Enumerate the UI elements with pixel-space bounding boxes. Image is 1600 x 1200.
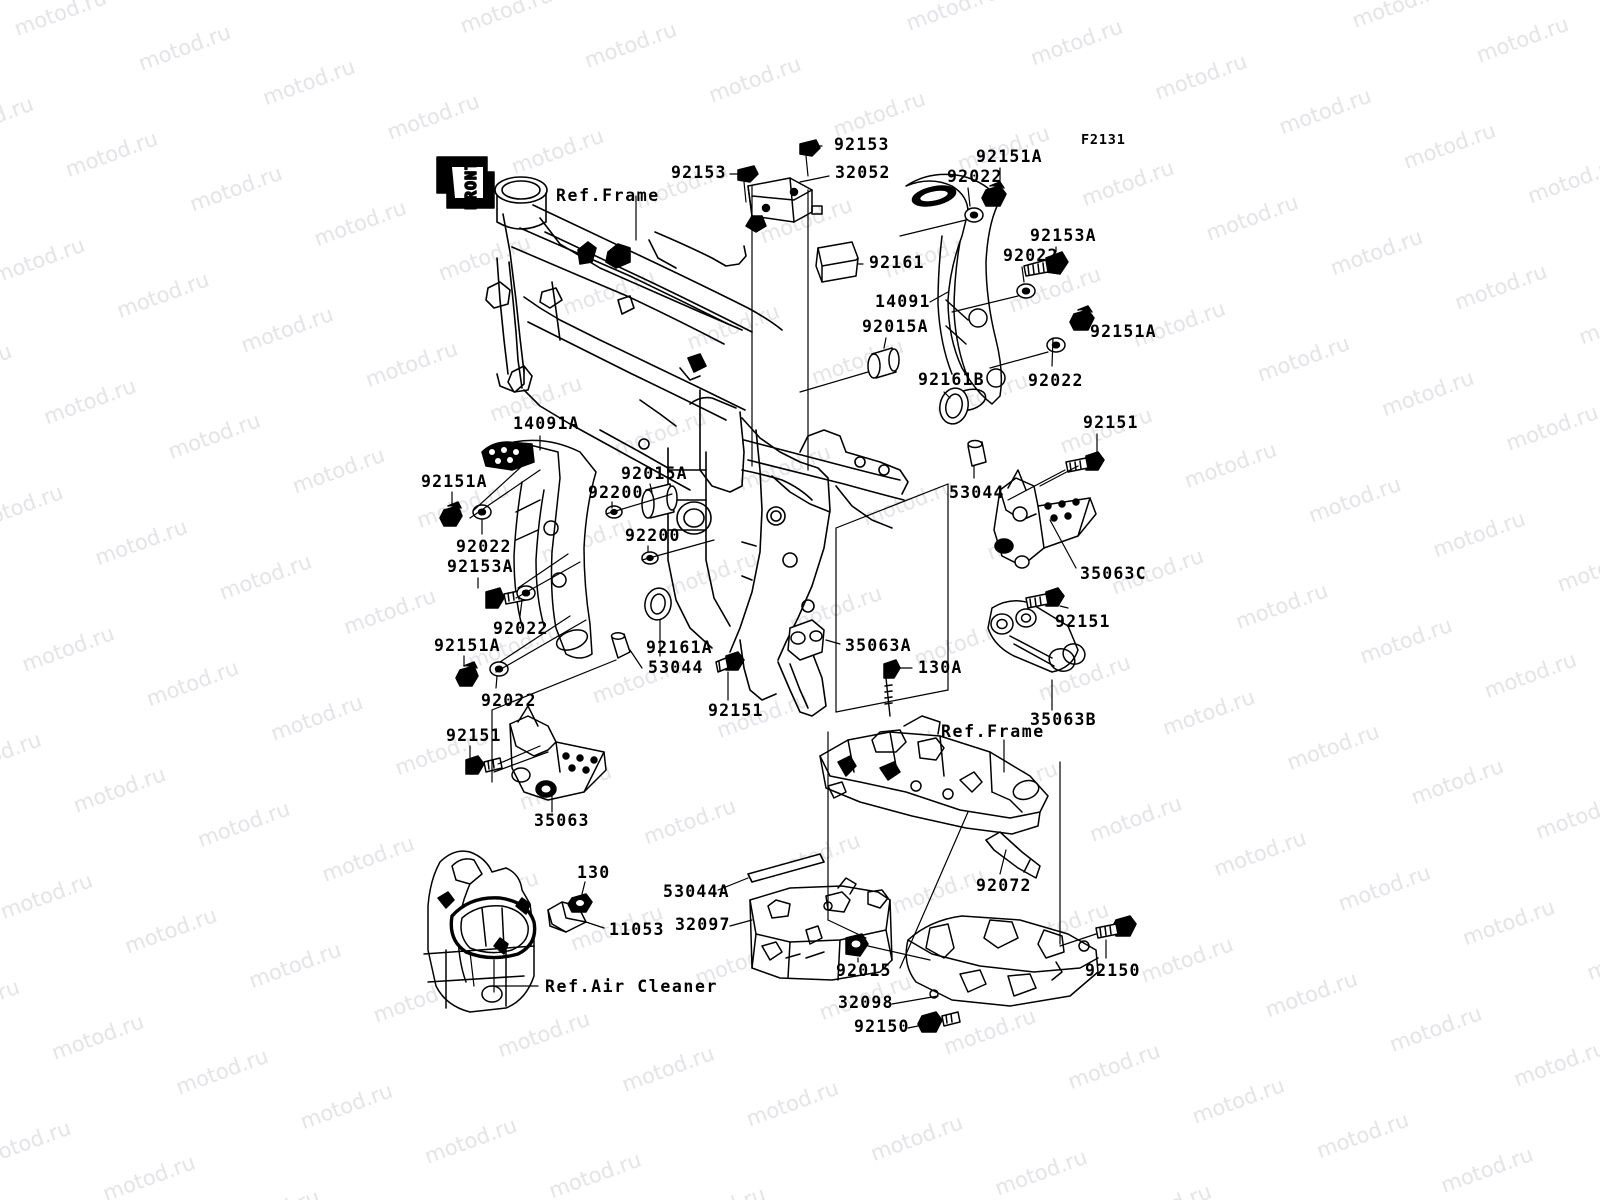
- callout-35063B[interactable]: 35063B: [1030, 710, 1097, 729]
- callout-14091A[interactable]: 14091A: [513, 414, 580, 433]
- callout-92153-b[interactable]: 92153: [671, 163, 727, 182]
- callout-92200-1[interactable]: 92200: [588, 483, 644, 502]
- callout-130A[interactable]: 130A: [918, 658, 963, 677]
- callout-35063A[interactable]: 35063A: [845, 636, 912, 655]
- callout-92151-2[interactable]: 92151: [1055, 612, 1111, 631]
- callout-92022-5[interactable]: 92022: [493, 619, 549, 638]
- callout-92022-6[interactable]: 92022: [481, 691, 537, 710]
- ref-frame-top-label: Ref.Frame: [556, 186, 660, 205]
- callout-92150-2[interactable]: 92150: [854, 1017, 910, 1036]
- callout-92153A-1[interactable]: 92153A: [1030, 226, 1097, 245]
- callout-92151A-1[interactable]: 92151A: [976, 147, 1043, 166]
- callout-32097[interactable]: 32097: [675, 915, 731, 934]
- callout-35063[interactable]: 35063: [534, 811, 590, 830]
- callout-92161A[interactable]: 92161A: [646, 638, 713, 657]
- callout-92151A-2[interactable]: 92151A: [1090, 322, 1157, 341]
- callout-92015-2[interactable]: 92015: [836, 961, 892, 980]
- callout-53044-2[interactable]: 53044: [648, 658, 704, 677]
- callout-92015A-1[interactable]: 92015A: [862, 317, 929, 336]
- callout-92151-1[interactable]: 92151: [1083, 413, 1139, 432]
- callout-32098[interactable]: 32098: [838, 993, 894, 1012]
- callout-92161B[interactable]: 92161B: [918, 370, 985, 389]
- callout-92015A-2[interactable]: 92015A: [621, 464, 688, 483]
- callout-92150-1[interactable]: 92150: [1085, 961, 1141, 980]
- callout-92153A-2[interactable]: 92153A: [447, 557, 514, 576]
- callout-92153-a[interactable]: 92153: [834, 135, 890, 154]
- callout-92151-3[interactable]: 92151: [708, 701, 764, 720]
- callout-32052[interactable]: 32052: [835, 163, 891, 182]
- callout-92022-1[interactable]: 92022: [947, 167, 1003, 186]
- ref-air-cleaner-label: Ref.Air Cleaner: [545, 977, 719, 996]
- callout-92022-4[interactable]: 92022: [456, 537, 512, 556]
- diagram-code: F2131: [1081, 132, 1126, 148]
- callout-92151A-4[interactable]: 92151A: [434, 636, 501, 655]
- callout-92022-3[interactable]: 92022: [1028, 371, 1084, 390]
- callout-130[interactable]: 130: [577, 863, 611, 882]
- callout-92200-2[interactable]: 92200: [625, 526, 681, 545]
- callout-92072[interactable]: 92072: [976, 876, 1032, 895]
- callout-92161[interactable]: 92161: [869, 253, 925, 272]
- callout-92022-2[interactable]: 92022: [1003, 246, 1059, 265]
- callout-92151-4[interactable]: 92151: [446, 726, 502, 745]
- callout-11053[interactable]: 11053: [609, 920, 665, 939]
- callout-92151A-3[interactable]: 92151A: [421, 472, 488, 491]
- callout-53044A[interactable]: 53044A: [663, 882, 730, 901]
- callout-53044-1[interactable]: 53044: [949, 483, 1005, 502]
- callout-35063C[interactable]: 35063C: [1080, 564, 1147, 583]
- callout-14091[interactable]: 14091: [875, 292, 931, 311]
